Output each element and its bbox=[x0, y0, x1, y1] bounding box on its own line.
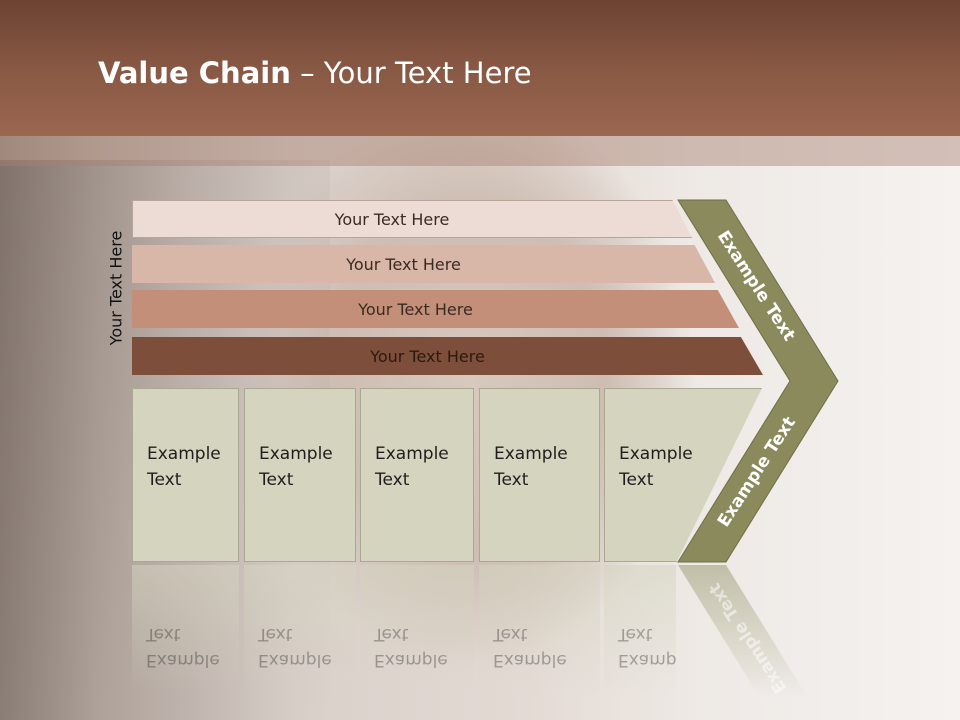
stage-bar-4-label: Your Text Here bbox=[370, 346, 485, 366]
activity-box-2-line1: Example bbox=[259, 444, 333, 464]
activity-box-5-line2: Text bbox=[619, 470, 654, 490]
activity-box-4-line1: Example bbox=[494, 444, 568, 464]
title-band bbox=[0, 0, 960, 136]
stage-bar-3[interactable]: Your Text Here bbox=[132, 290, 739, 328]
stage-bar-1[interactable]: Your Text Here bbox=[132, 200, 692, 238]
slide-title-rest: – Your Text Here bbox=[290, 56, 532, 90]
slide-title-bold: Value Chain bbox=[98, 56, 291, 90]
activity-box-1-line1: Example bbox=[147, 444, 221, 464]
activity-box-5-line1: Example bbox=[619, 444, 693, 464]
activity-box-3-line1: Example bbox=[375, 444, 449, 464]
stage-bar-4[interactable]: Your Text Here bbox=[132, 337, 763, 375]
activity-box-1-line2: Text bbox=[147, 470, 182, 490]
stage-bar-3-label: Your Text Here bbox=[358, 299, 473, 319]
stage-bar-2[interactable]: Your Text Here bbox=[132, 245, 715, 283]
title-band-strip bbox=[0, 136, 960, 166]
chevron-reflection bbox=[678, 565, 808, 698]
stage-bar-1-label: Your Text Here bbox=[334, 209, 450, 229]
activity-box-4-line2: Text bbox=[494, 470, 529, 490]
activity-box-3-line2: Text bbox=[375, 470, 410, 490]
activity-box-2-line2: Text bbox=[259, 470, 294, 490]
slide-title: Value Chain – Your Text Here bbox=[98, 56, 532, 90]
stage-bar-2-label: Your Text Here bbox=[346, 254, 461, 274]
chevron-shape bbox=[677, 199, 839, 563]
